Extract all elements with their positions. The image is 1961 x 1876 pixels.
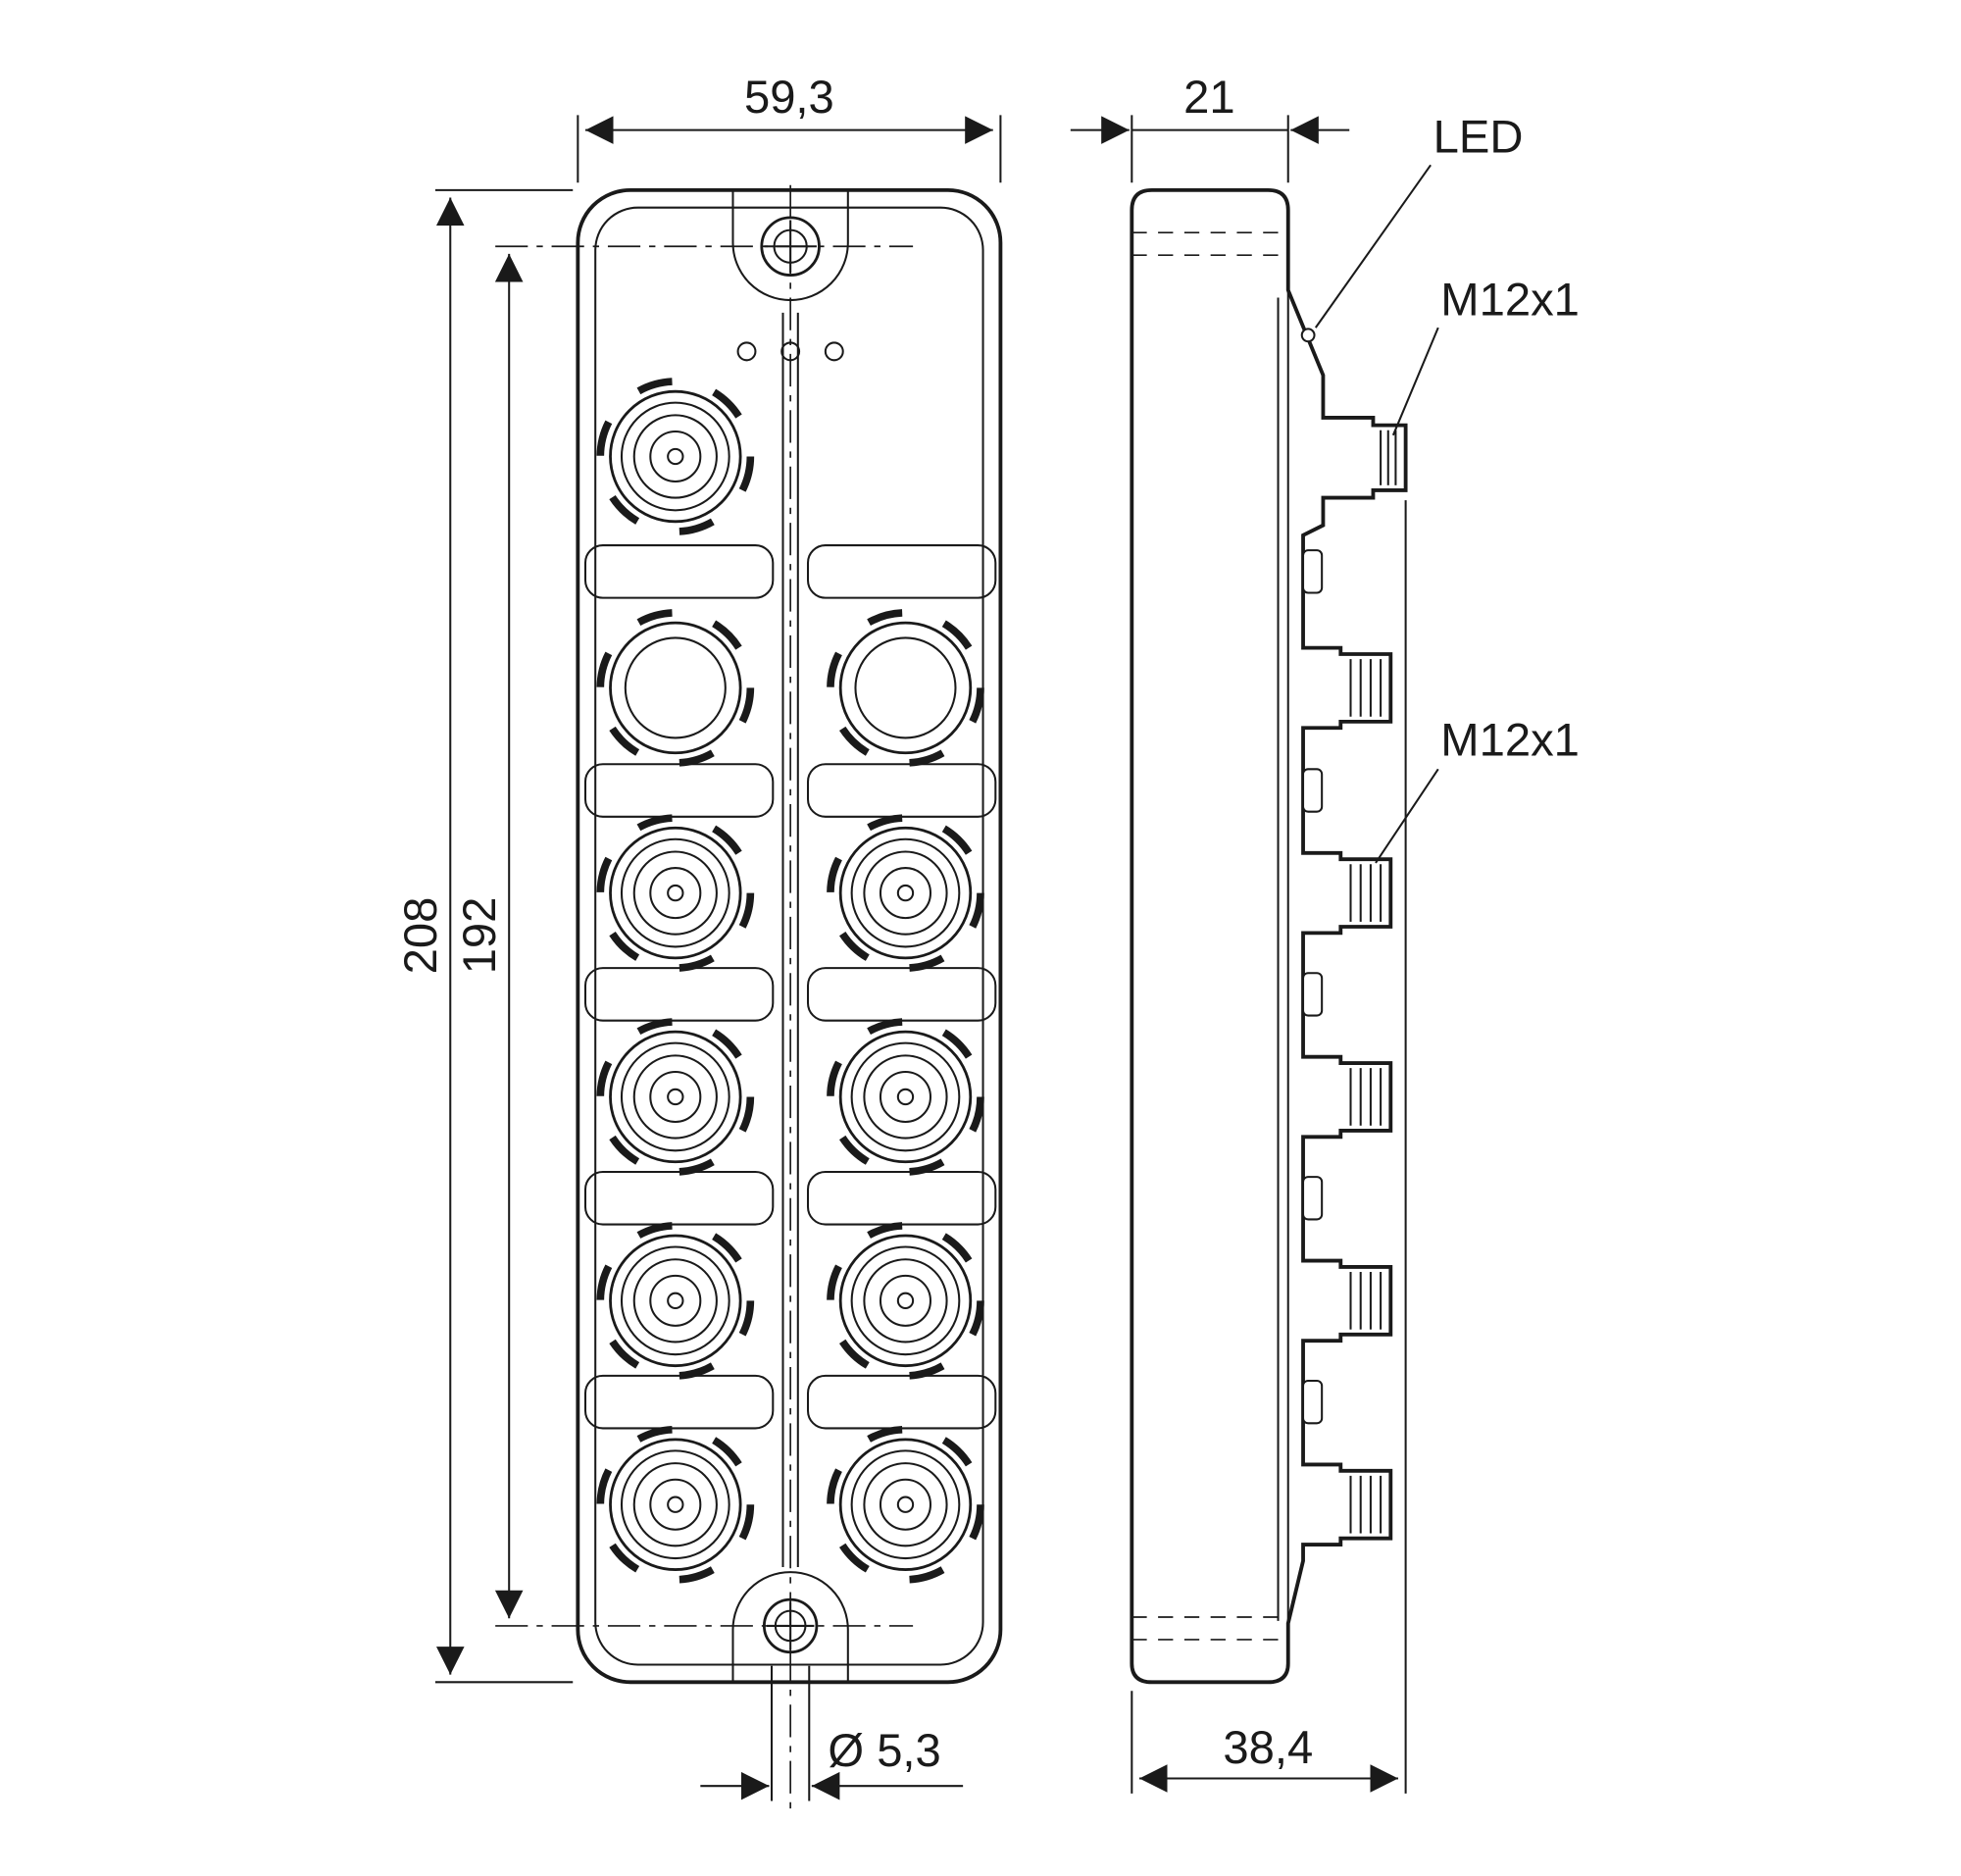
m12-socket <box>600 613 750 763</box>
dim-hole-spacing-label: 192 <box>453 897 505 975</box>
led-label: LED <box>1433 111 1524 163</box>
m12-socket <box>830 818 980 968</box>
m12-socket <box>600 381 750 532</box>
leader-line-connector-top <box>1391 327 1439 436</box>
side-view <box>1130 187 1408 1685</box>
m12-socket <box>600 1226 750 1376</box>
connector-label-top: M12x1 <box>1440 273 1580 325</box>
front-view <box>495 184 1003 1811</box>
m12-thread-lines <box>1349 659 1383 1534</box>
m12-thread-lines <box>1380 430 1397 485</box>
bottom-mount-tab <box>731 1571 849 1682</box>
status-led-icon <box>824 341 844 362</box>
m12-socket <box>830 1226 980 1376</box>
m12-socket <box>600 818 750 968</box>
m12-socket <box>600 1022 750 1172</box>
m12-socket <box>830 1430 980 1580</box>
status-led-icon <box>736 341 757 362</box>
front-body-outline <box>576 187 1003 1685</box>
leader-line-led <box>1314 164 1432 329</box>
connector-label-side: M12x1 <box>1440 713 1580 765</box>
dim-height-label: 208 <box>394 897 446 975</box>
m12-socket <box>830 613 980 763</box>
m12-socket <box>830 1022 980 1172</box>
dim-hole-diameter-label: Ø 5,3 <box>828 1724 940 1776</box>
rib-tab <box>1302 1176 1324 1221</box>
rib-tab <box>1302 768 1324 813</box>
rib-tab <box>1302 549 1324 594</box>
rib-tab <box>1302 1379 1324 1425</box>
m12-socket <box>600 1430 750 1580</box>
leader-line-connector-side <box>1375 768 1439 864</box>
front-face-outline <box>594 206 984 1666</box>
rib-tab <box>1302 972 1324 1017</box>
dim-width-label: 59,3 <box>744 71 834 123</box>
side-body-outline <box>1130 187 1408 1685</box>
dimensions: 59,3 208 192 Ø 5,3 21 38,4 LED M12x1 <box>394 71 1580 1801</box>
dim-depth-total-label: 38,4 <box>1223 1721 1313 1773</box>
dim-depth-top-label: 21 <box>1183 71 1234 123</box>
led-indicator-icon <box>1300 328 1316 343</box>
